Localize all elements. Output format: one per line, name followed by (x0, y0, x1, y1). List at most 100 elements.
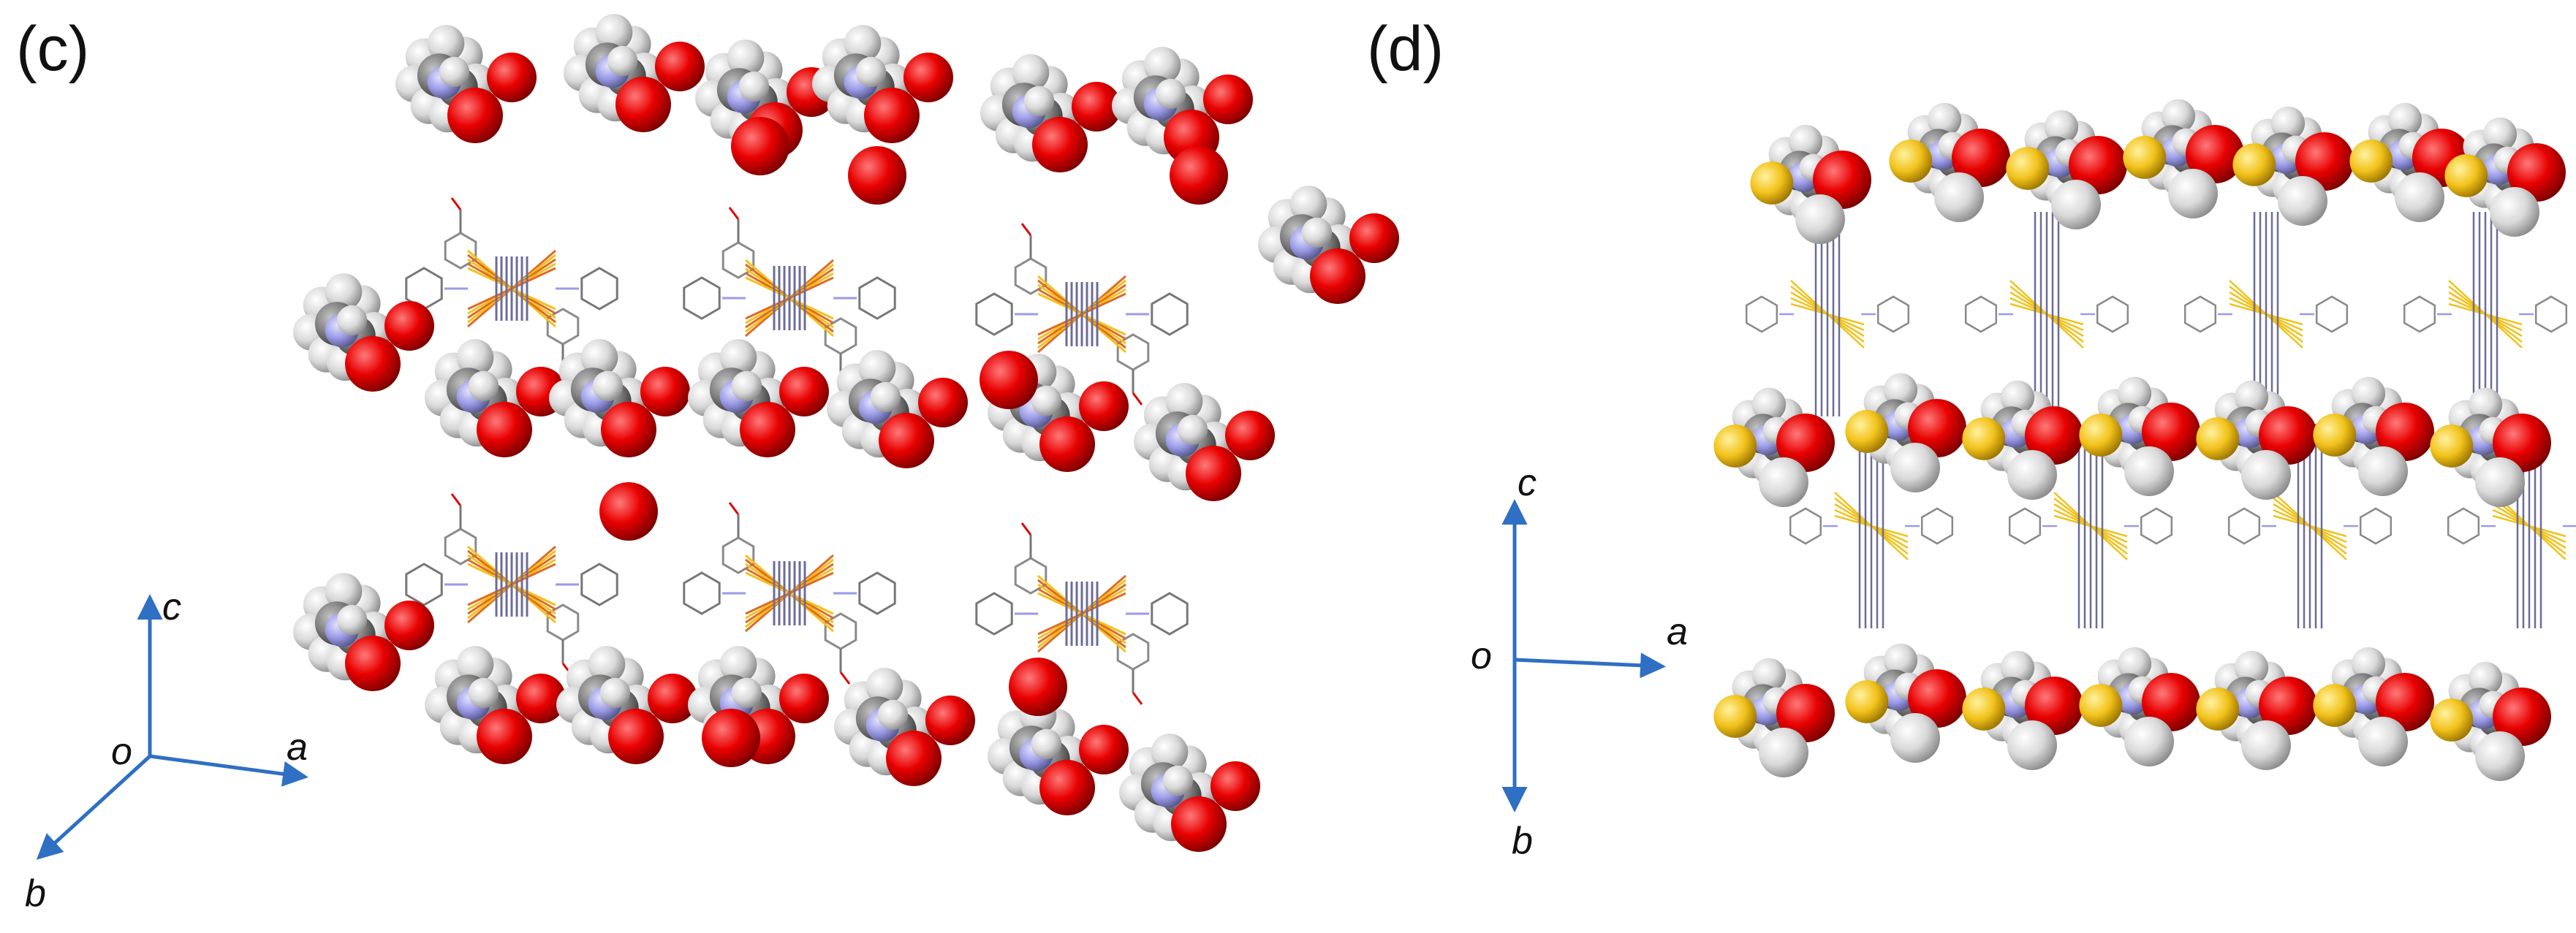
hydrogen-atom (1890, 713, 1940, 763)
sulfur-atom (1962, 688, 2006, 731)
hydrogen-atom (1162, 765, 1194, 796)
hydrogen-atom (2234, 650, 2269, 685)
panel-d: (d) c a b o (1367, 14, 2576, 862)
aromatic-ring-bond (2447, 507, 2480, 545)
sulfur-atom (2123, 136, 2167, 179)
aromatic-ring-bond (2315, 295, 2349, 333)
hydrogen-atom (1927, 102, 1962, 137)
hydrogen-atom (456, 339, 494, 376)
aromatic-ring-bond (444, 232, 477, 270)
hydrogen-atom (1177, 414, 1208, 446)
hydrogen-atom (1795, 194, 1845, 244)
hydrogen-atom (2051, 180, 2101, 229)
oxygen-atom (1170, 146, 1228, 205)
hydrogen-atom (1012, 54, 1050, 91)
oxygen-bond (1132, 392, 1143, 405)
hydrogen-atom (2000, 380, 2035, 414)
hydrogen-atom (1759, 457, 1808, 507)
hydrogen-atom (588, 646, 626, 683)
aromatic-ring-bond (2227, 507, 2261, 545)
sulfur-atom (2232, 143, 2276, 186)
hydrogen-atom (1023, 85, 1055, 117)
hydrogen-atom (1934, 172, 1984, 222)
hydrogen-atom (2241, 450, 2291, 500)
aromatic-ring-bond (858, 276, 896, 320)
oxygen-atom (1009, 658, 1067, 716)
aromatic-ring-bond (1964, 295, 1998, 333)
hydrogen-atom (2007, 720, 2057, 770)
sulfur-atom (1845, 680, 1889, 723)
oxygen-atom (2493, 414, 2551, 472)
sulfur-atom (2313, 684, 2357, 727)
hydrogen-atom (336, 305, 368, 336)
oxygen-bond (728, 207, 740, 220)
oxygen-atom (1039, 416, 1095, 472)
hydrogen-atom (1759, 728, 1808, 777)
panel-d-space-filling-layer (1713, 99, 2566, 781)
hydrogen-atom (2270, 106, 2306, 140)
panel-c-axis-a-label: a (287, 726, 308, 769)
oxygen-atom (1079, 725, 1129, 774)
hydrogen-atom (580, 339, 618, 376)
hydrogen-atom (2482, 117, 2518, 151)
sulfur-atom (2444, 154, 2488, 197)
oxygen-atom (848, 146, 906, 205)
hydrogen-atom (2387, 102, 2422, 137)
hydrogen-atom (592, 370, 624, 402)
panel-d-axis-a-label: a (1667, 611, 1688, 653)
oxygen-atom (779, 674, 829, 723)
oxygen-atom (1039, 760, 1095, 815)
oxygen-atom (2259, 406, 2317, 465)
hydrogen-atom (2044, 110, 2079, 144)
hydrogen-atom (2490, 187, 2539, 237)
aromatic-ring-bond (405, 563, 443, 606)
hydrogen-atom (2124, 717, 2174, 766)
aromatic-ring-bond (1789, 507, 1822, 545)
hydrogen-atom (1751, 658, 1787, 692)
oxygen-atom (1171, 796, 1227, 852)
aromatic-ring-bond (2359, 507, 2393, 545)
hydrogen-atom (2007, 450, 2057, 500)
hydrogen-atom (844, 25, 882, 62)
oxygen-atom (731, 117, 789, 175)
oxygen-atom (2295, 132, 2354, 191)
oxygen-atom (1211, 761, 1260, 811)
panel-d-origin-label: o (1471, 635, 1492, 677)
panel-c-axis-triad: c a b o (25, 586, 308, 915)
oxygen-bond (728, 502, 740, 515)
hydrogen-atom (2168, 169, 2218, 218)
hydrogen-atom (468, 370, 499, 402)
oxygen-bond (1132, 692, 1143, 705)
oxygen-atom (740, 402, 795, 457)
aromatic-ring-bond (1151, 292, 1189, 336)
oxygen-atom (640, 367, 690, 416)
hydrogen-atom (719, 339, 757, 376)
hydrogen-atom (2358, 446, 2408, 496)
aromatic-ring-bond (1014, 557, 1048, 595)
hydrogen-atom (2278, 176, 2327, 226)
aromatic-ring-bond (2534, 295, 2568, 333)
hydrogen-atom (2000, 650, 2035, 685)
hydrogen-atom (2351, 647, 2386, 681)
oxygen-atom (886, 731, 942, 786)
oxygen-atom (2069, 136, 2127, 194)
hydrogen-atom (2241, 720, 2291, 770)
oxygen-atom (1072, 82, 1121, 132)
hydrogen-atom (855, 56, 887, 88)
oxygen-atom (2259, 677, 2317, 735)
hydrogen-atom (336, 604, 368, 636)
hydrogen-atom (2117, 647, 2152, 681)
oxygen-atom (702, 709, 760, 767)
panel-c-wireframe-layer (405, 197, 1189, 705)
hydrogen-atom (858, 350, 896, 387)
hydrogen-atom (599, 677, 631, 709)
sulfur-atom (1845, 410, 1889, 453)
oxygen-atom (345, 336, 401, 392)
hydrogen-atom (325, 273, 363, 311)
oxygen-atom (1776, 414, 1835, 472)
oxygen-atom (2025, 406, 2083, 465)
hydrogen-atom (731, 677, 762, 709)
oxygen-atom (1776, 684, 1835, 742)
aromatic-ring-bond (2008, 507, 2042, 545)
